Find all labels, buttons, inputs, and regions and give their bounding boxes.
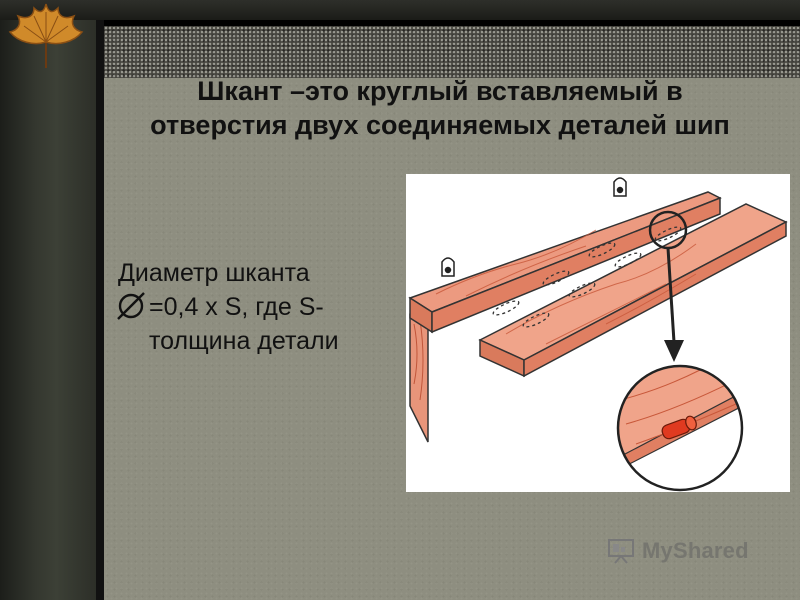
diameter-formula: Диаметр шканта =0,4 х S, где S- толщина … — [118, 256, 408, 358]
arrow-down-icon — [664, 340, 684, 362]
formula-line-2: =0,4 х S, где S- — [149, 293, 324, 321]
dowel-joint-illustration — [406, 174, 790, 492]
watermark-text: MyShared — [642, 538, 749, 563]
wall-hook-icon — [441, 177, 627, 277]
slide-title: Шкант –это круглый вставляемый в отверст… — [120, 74, 760, 142]
formula-line-3: толщина детали — [149, 327, 339, 355]
watermark: MyShared — [606, 538, 749, 564]
title-definition-line1: это круглый вставляемый в — [305, 76, 683, 106]
diameter-symbol-icon: Ø — [117, 292, 145, 320]
slide-top-texture — [104, 26, 800, 78]
presentation-board-icon — [608, 539, 634, 564]
title-definition-line2: отверстия двух соединяемых деталей шип — [150, 110, 730, 140]
title-term: Шкант – — [197, 76, 306, 106]
top-decorative-strip — [0, 0, 800, 20]
formula-line-1: Диаметр шканта — [118, 259, 310, 287]
left-decorative-bar — [0, 0, 102, 600]
slide-divider — [96, 20, 104, 600]
dowel-pin-icon — [661, 415, 697, 440]
autumn-leaf-icon — [8, 3, 84, 68]
detail-view — [616, 364, 744, 492]
